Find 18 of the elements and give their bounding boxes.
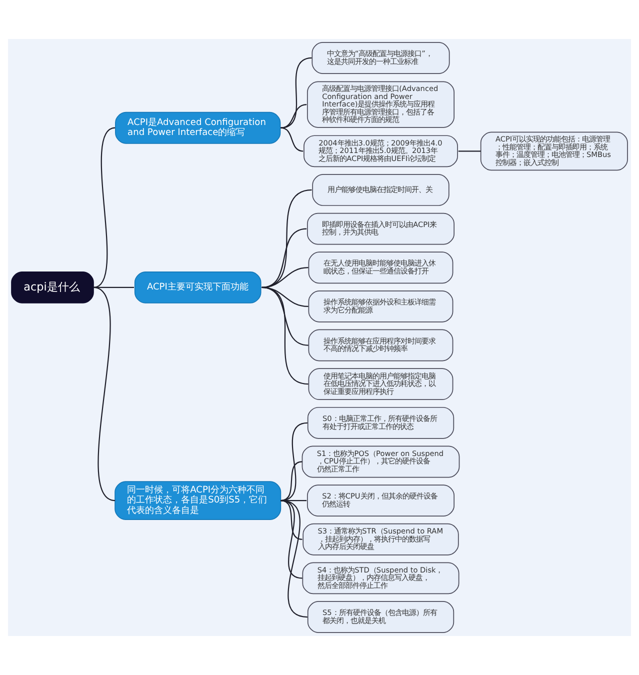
connector — [280, 461, 302, 502]
connector — [262, 267, 308, 288]
node-box: acpi是什么 — [11, 272, 94, 304]
connector — [93, 286, 116, 502]
connector — [262, 189, 312, 288]
connector — [93, 127, 116, 288]
node-box: ACPI是Advanced Configuration and Power Interface的缩写 — [115, 112, 281, 144]
connector — [280, 500, 302, 540]
node-box: 同一时候，可将ACPI分为六种不同的工作状态，各自是S0到S5，它们代表的含义各自是 — [114, 481, 282, 520]
connector — [280, 57, 312, 128]
node-box: ACPI主要可实现下面功能 — [134, 272, 262, 304]
connector — [280, 500, 308, 618]
connector — [458, 150, 481, 152]
connector — [280, 127, 304, 152]
connector — [280, 422, 308, 502]
connector — [280, 104, 307, 128]
connector — [280, 500, 302, 579]
connector — [262, 286, 308, 385]
